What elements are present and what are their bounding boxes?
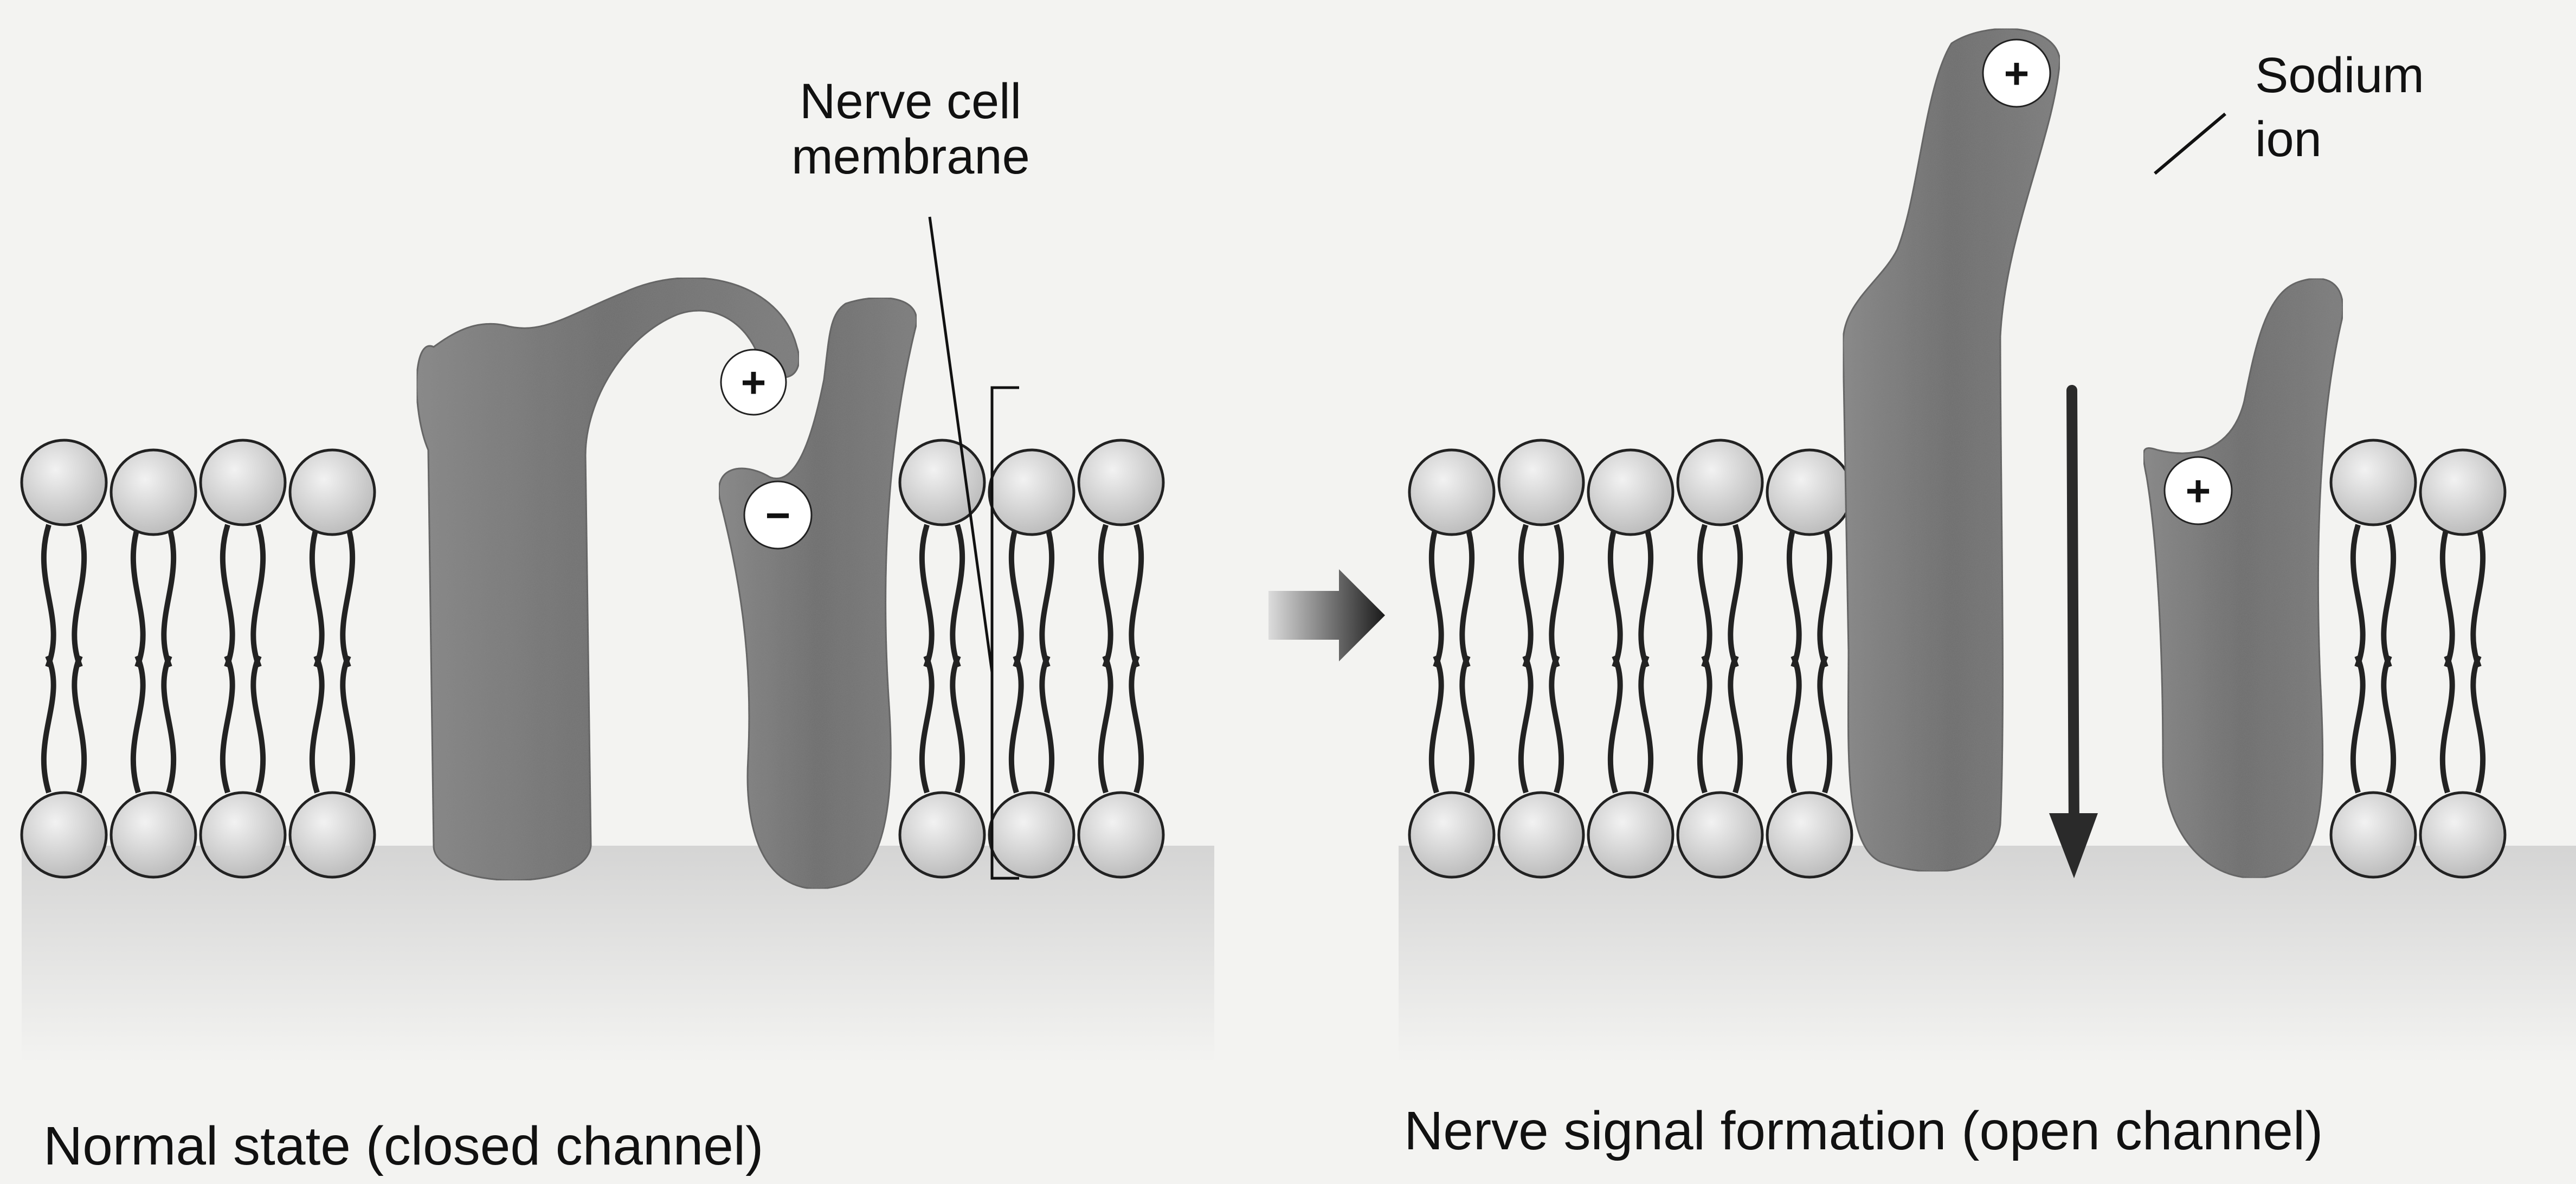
lipid-tail-lower [1012,656,1052,793]
lipid-tail-upper [1789,525,1830,667]
sodium-label-line1: Sodium [2255,48,2424,103]
phospholipid-head-lower [1767,793,1852,877]
cytoplasm-shading-right [1399,846,2576,1063]
lipid-tail-upper [1700,525,1740,667]
phospholipid-head-upper [2331,440,2416,525]
lipid-tail-upper [1521,525,1561,667]
phospholipid-head-lower [1678,793,1762,877]
phospholipid-head-lower [1499,793,1583,877]
phospholipid-head-upper [111,450,196,535]
membrane-bracket [930,217,1019,878]
lipid-tail-upper [922,525,962,667]
lipid-tail-upper [2353,525,2393,667]
phospholipid-head-upper [22,440,106,525]
caption-open-channel: Nerve signal formation (open channel) [1404,1101,2323,1161]
phospholipid-head-lower [290,793,375,877]
open-channel-protein-right [2143,279,2343,878]
sodium-label-line2: ion [2255,112,2322,167]
lipid-tail-lower [1789,656,1830,793]
transition-arrow [1268,569,1385,661]
membrane-label-line1: Nerve cell [800,74,1021,129]
phospholipid-head-lower [2420,793,2505,877]
sodium-ion-top-label: + [2004,49,2030,98]
ion-flow-arrow [2049,390,2098,878]
lipid-tail-lower [1521,656,1561,793]
charge-plus-closed-label: + [741,358,767,407]
lipid-tail-upper [223,525,263,667]
sodium-ion-leader [2155,114,2225,173]
phospholipid-head-upper [290,450,375,535]
phospholipid-head-lower [1409,793,1494,877]
phospholipid-head-lower [2331,793,2416,877]
lipid-tail-lower [133,656,173,793]
lipid-bilayers [22,440,2505,877]
phospholipid-head-lower [22,793,106,877]
caption-closed-channel: Normal state (closed channel) [43,1116,763,1176]
charge-plus-open-label: + [2186,467,2211,515]
sodium-leader-line [2155,0,2228,111]
lipid-tail-upper [1012,525,1052,667]
phospholipid-head-upper [989,450,1074,535]
lipid-tail-upper [1101,525,1141,667]
lipid-tail-lower [312,656,352,793]
charge-minus-closed: − [744,481,812,549]
lipid-tail-upper [133,525,173,667]
lipid-tail-upper [1611,525,1651,667]
lipid-tail-lower [2353,656,2393,793]
phospholipid-head-upper [2420,450,2505,535]
lipid-tail-upper [312,525,352,667]
phospholipid-head-upper [1678,440,1762,525]
phospholipid-head-lower [989,793,1074,877]
lipid-tail-upper [2443,525,2483,667]
phospholipid-head-upper [1079,440,1163,525]
phospholipid-head-upper [1499,440,1583,525]
phospholipid-head-upper [900,440,984,525]
phospholipid-head-upper [1767,450,1852,535]
charge-plus-open: + [2165,457,2232,524]
phospholipid-head-lower [1588,793,1673,877]
lipid-tail-lower [1432,656,1472,793]
phospholipid-head-lower [1079,793,1163,877]
lipid-tail-upper [1432,525,1472,667]
phospholipid-head-upper [1409,450,1494,535]
phospholipid-head-lower [900,793,984,877]
lipid-tail-lower [922,656,962,793]
lipid-tail-lower [223,656,263,793]
sodium-ion-top: + [1983,40,2050,107]
phospholipid-head-upper [201,440,285,525]
membrane-label-line2: membrane [791,129,1030,184]
lipid-tail-lower [2443,656,2483,793]
phospholipid-head-upper [1588,450,1673,535]
lipid-tail-lower [44,656,84,793]
phospholipid-head-lower [201,793,285,877]
phospholipid-head-lower [111,793,196,877]
charge-minus-closed-label: − [765,491,791,539]
lipid-tail-lower [1700,656,1740,793]
lipid-tail-lower [1611,656,1651,793]
open-channel-protein-left [1843,29,2060,872]
charge-plus-closed: + [721,350,786,415]
lipid-tail-upper [44,525,84,667]
lipid-tail-lower [1101,656,1141,793]
